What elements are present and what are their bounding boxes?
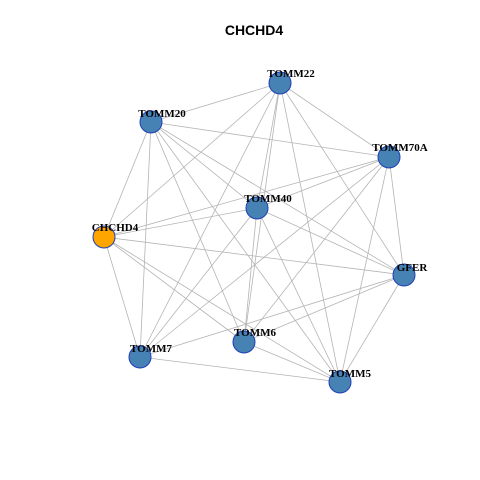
edge-tomm70a-tomm6 — [243, 156, 390, 343]
edge-gfer-tomm7 — [139, 274, 405, 358]
edge-chchd4-tomm6 — [103, 236, 245, 343]
node-tomm6 — [232, 330, 256, 354]
edge-tomm40-tomm7 — [139, 207, 258, 358]
nodes-layer — [92, 71, 416, 394]
edge-tomm22-tomm20 — [150, 82, 281, 123]
edge-tomm22-gfer — [279, 82, 405, 276]
edge-tomm20-gfer — [150, 121, 405, 276]
node-label-chchd4: CHCHD4 — [92, 222, 139, 234]
edge-gfer-tomm5 — [339, 274, 405, 383]
edge-tomm40-tomm6 — [243, 207, 258, 343]
node-gfer — [392, 263, 416, 287]
node-label-tomm5: TOMM5 — [329, 368, 371, 380]
node-tomm20 — [139, 110, 163, 134]
node-label-tomm22: TOMM22 — [267, 68, 315, 80]
node-label-tomm40: TOMM40 — [244, 193, 292, 205]
edge-tomm20-tomm5 — [150, 121, 341, 383]
edges-layer — [103, 82, 405, 383]
edge-tomm7-tomm5 — [139, 356, 341, 383]
edge-tomm70a-tomm5 — [339, 156, 390, 383]
node-label-tomm6: TOMM6 — [234, 327, 276, 339]
edge-chchd4-gfer — [103, 236, 405, 276]
edge-tomm20-tomm40 — [150, 121, 258, 209]
node-chchd4 — [92, 225, 116, 249]
node-tomm5 — [328, 370, 352, 394]
edge-tomm22-chchd4 — [103, 82, 281, 238]
node-tomm70a — [377, 145, 401, 169]
node-label-tomm20: TOMM20 — [138, 108, 186, 120]
edge-tomm70a-chchd4 — [103, 156, 390, 238]
edge-tomm22-tomm40 — [256, 82, 281, 209]
edge-tomm20-chchd4 — [103, 121, 152, 238]
node-label-tomm70a: TOMM70A — [372, 142, 427, 154]
edge-tomm70a-gfer — [388, 156, 405, 276]
edge-tomm20-tomm7 — [139, 121, 152, 358]
edge-tomm22-tomm7 — [139, 82, 281, 358]
edge-tomm70a-tomm40 — [256, 156, 390, 209]
node-tomm40 — [245, 196, 269, 220]
node-tomm7 — [128, 345, 152, 369]
graph-title: CHCHD4 — [225, 22, 284, 38]
edge-tomm22-tomm70a — [279, 82, 390, 158]
edge-tomm40-tomm5 — [256, 207, 341, 383]
node-tomm22 — [268, 71, 292, 95]
edge-tomm20-tomm6 — [150, 121, 245, 343]
edge-gfer-tomm6 — [243, 274, 405, 343]
node-label-gfer: GFER — [397, 262, 429, 274]
edge-tomm6-tomm5 — [243, 341, 341, 383]
edge-chchd4-tomm7 — [103, 236, 141, 358]
edge-tomm40-gfer — [256, 207, 405, 276]
edge-chchd4-tomm5 — [103, 236, 341, 383]
edge-tomm40-chchd4 — [103, 207, 258, 238]
node-label-tomm7: TOMM7 — [130, 343, 172, 355]
edge-tomm20-tomm70a — [150, 121, 390, 158]
